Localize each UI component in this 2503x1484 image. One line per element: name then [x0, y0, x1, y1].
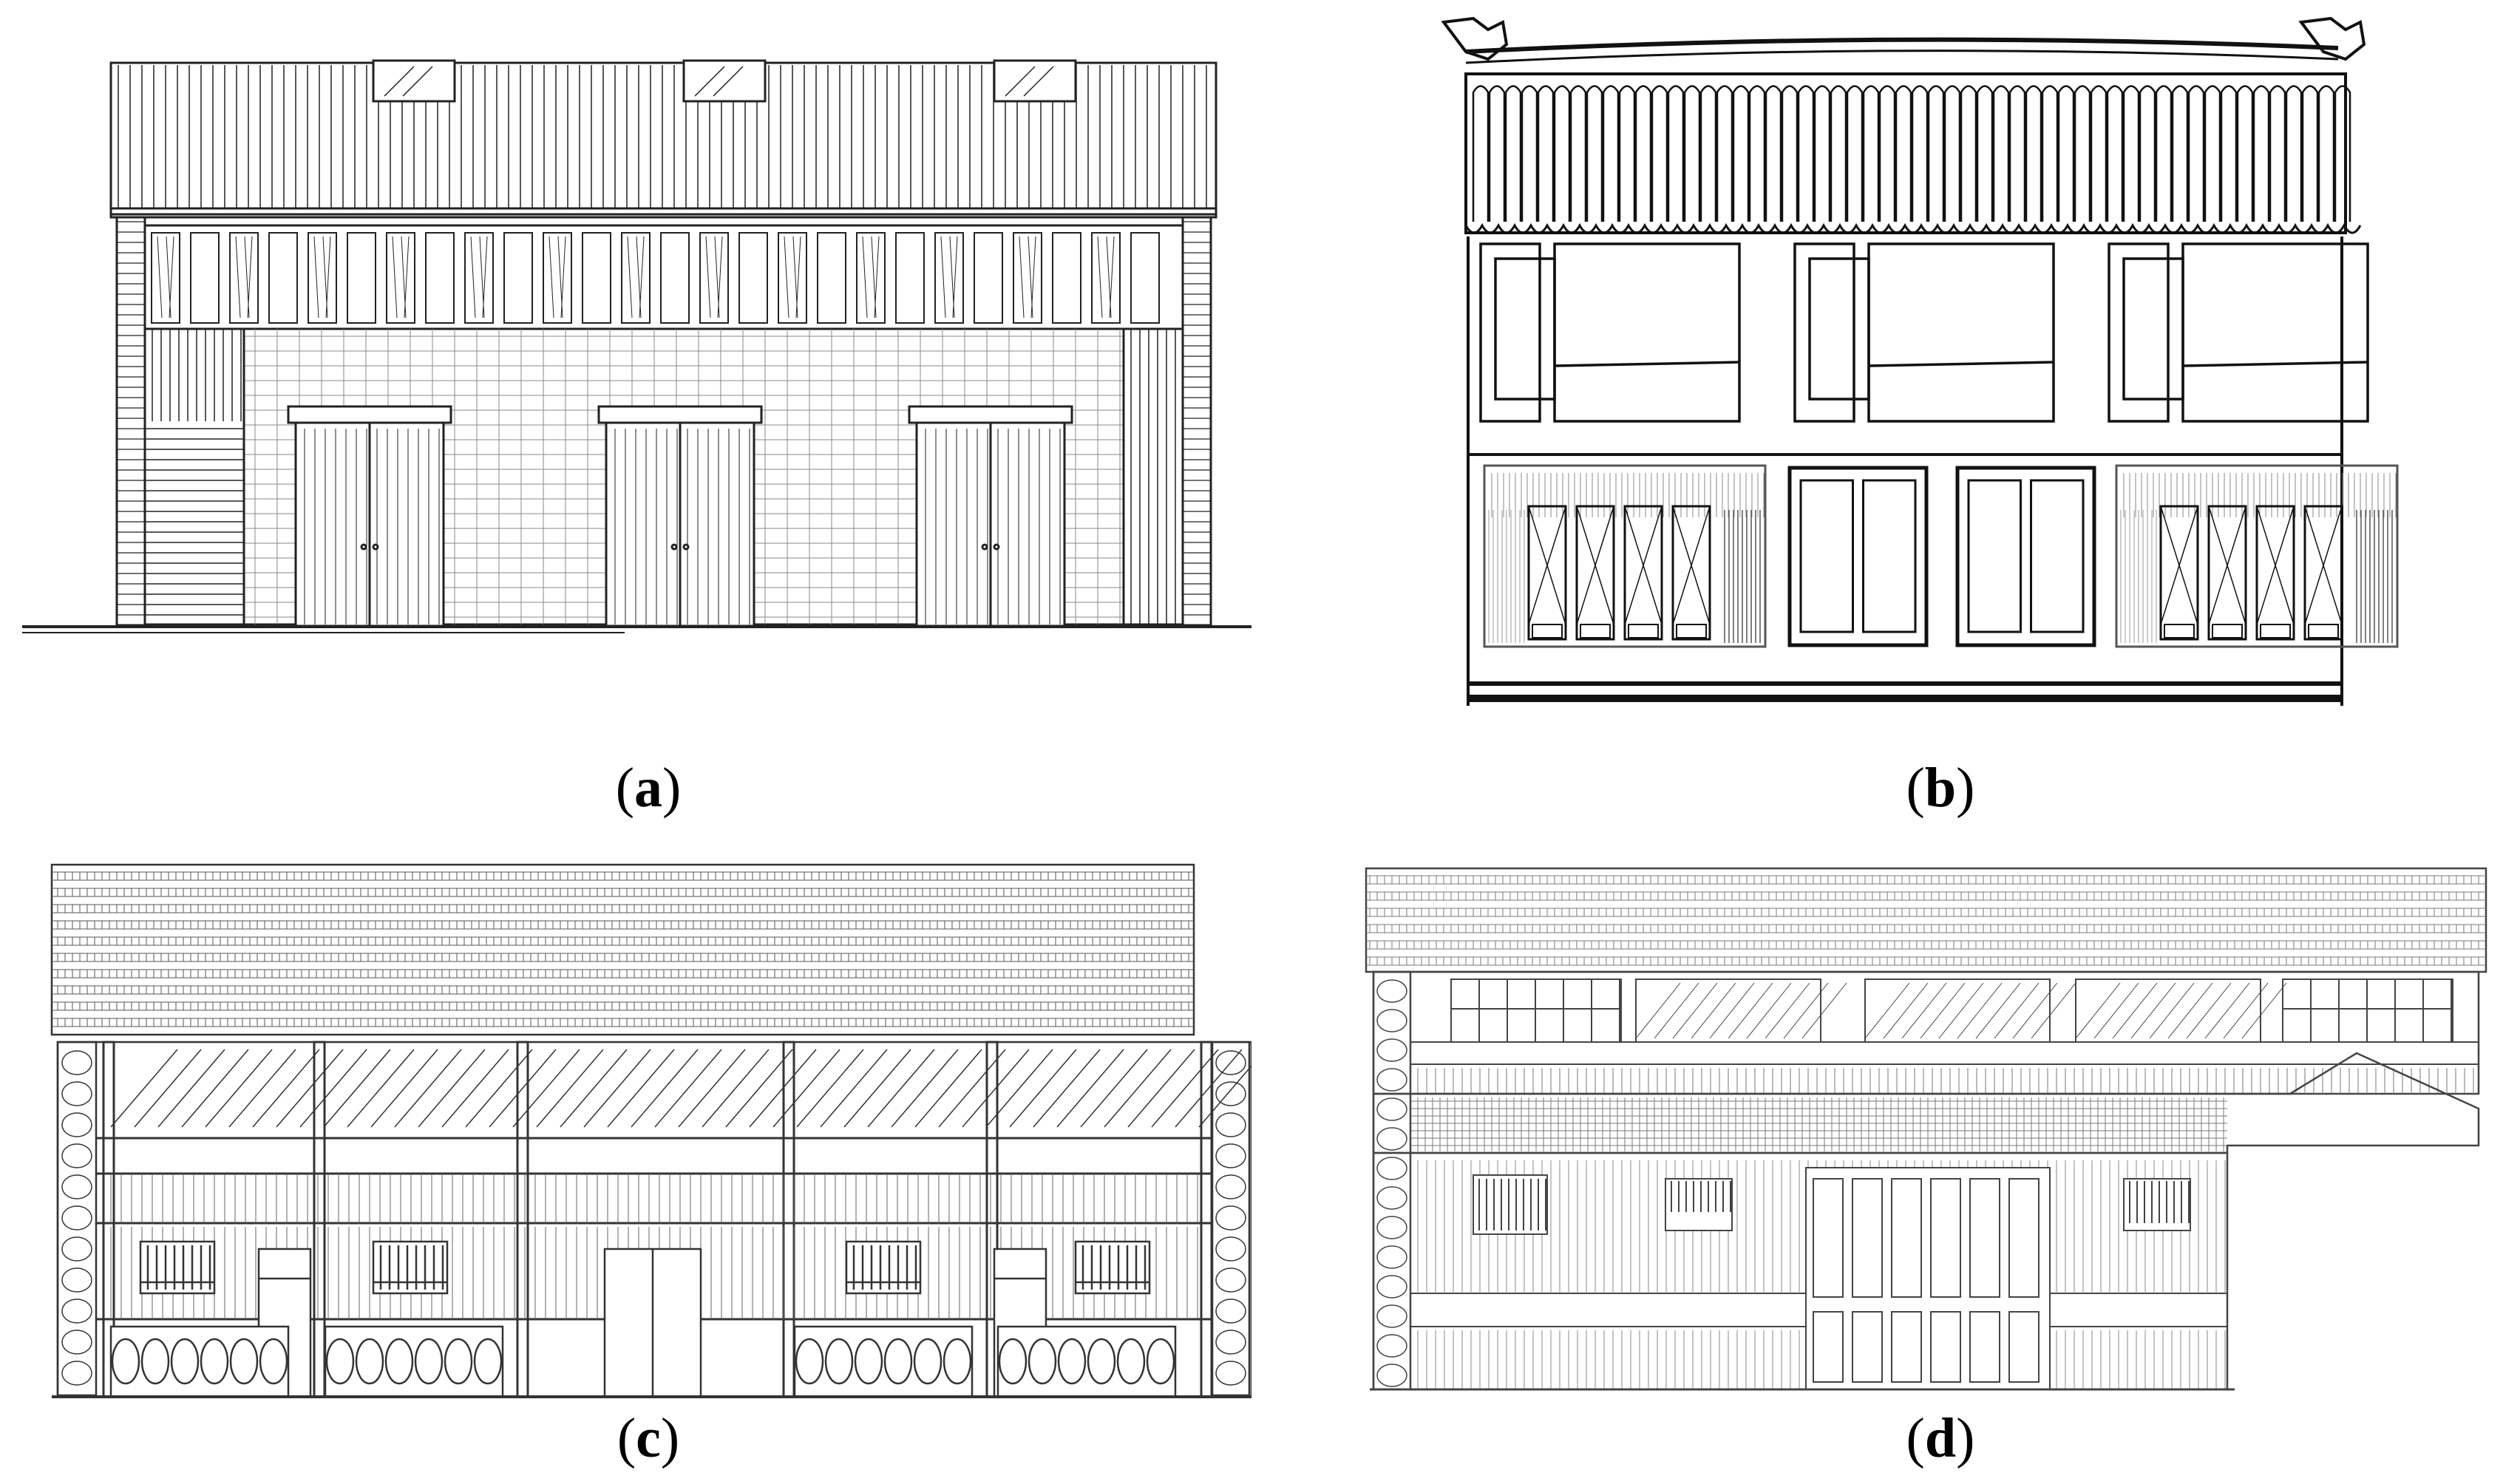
skylight-2: [682, 59, 767, 103]
caption-c-label: c: [636, 1407, 661, 1469]
caption-d-label: d: [1924, 1407, 1957, 1469]
elevation-drawing-c: [0, 798, 1252, 1419]
elevation-c-svg: [50, 863, 1252, 1398]
stone-wall-left: [56, 1041, 98, 1397]
elevation-drawing-a: [0, 0, 1252, 739]
elevation-b-svg: [1441, 16, 2399, 706]
elevation-drawing-b: [1252, 0, 2503, 739]
ridge-ornament-right: [2298, 16, 2366, 61]
side-boards-right: [1122, 327, 1184, 626]
caption-c: (c): [617, 1407, 680, 1469]
brick-pier-left: [115, 216, 146, 627]
stone-wall-right: [1211, 1041, 1251, 1397]
roof-b: [1464, 72, 2347, 234]
roof-a: [109, 61, 1217, 216]
skylight-3: [993, 59, 1077, 103]
skylight-1: [372, 59, 456, 103]
caption-b: (b): [1906, 757, 1975, 819]
caption-d: (d): [1906, 1407, 1975, 1469]
caption-b-label: b: [1924, 757, 1957, 819]
side-boards-left: [143, 327, 245, 626]
clerestory-a: [143, 224, 1184, 330]
roof-c: [50, 863, 1195, 1036]
elevation-drawing-d: [1252, 798, 2503, 1419]
brick-pier-right: [1181, 216, 1212, 627]
eave-band-a: [109, 207, 1217, 219]
caption-a: (a): [615, 757, 682, 819]
upper-storey-d: [1372, 970, 2480, 1095]
elevation-d-svg: [1365, 867, 2487, 1391]
caption-a-label: a: [634, 757, 662, 819]
elevation-a-svg: [22, 59, 1252, 633]
